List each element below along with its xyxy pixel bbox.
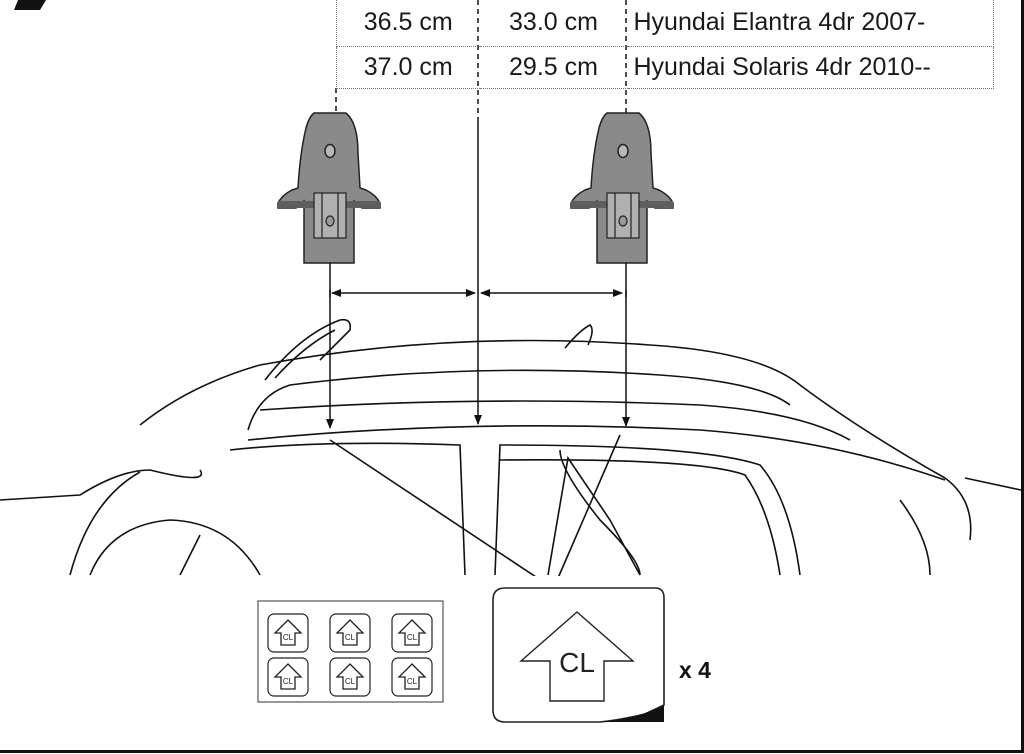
measure-b-cell: 29.5 cm [479,46,628,89]
roof-foot-left [277,112,381,264]
fit-table: 36.5 cm 33.0 cm Hyundai Elantra 4dr 2007… [336,0,994,89]
measure-b-cell: 33.0 cm [479,0,628,47]
corner-mark [14,0,46,10]
table-row: 36.5 cm 33.0 cm Hyundai Elantra 4dr 2007… [336,0,994,47]
car-outline [0,318,1022,586]
large-sticker [492,587,665,723]
roof-foot-right [570,112,674,264]
vehicle-cell: Hyundai Elantra 4dr 2007- [627,0,994,47]
large-sticker-label: CL [559,647,595,678]
table-row: 37.0 cm 29.5 cm Hyundai Solaris 4dr 2010… [336,46,994,89]
measure-a-cell: 37.0 cm [336,46,480,89]
vehicle-cell: Hyundai Solaris 4dr 2010-- [627,46,994,89]
up-arrow-icon [519,611,635,702]
quantity-label: x 4 [679,657,711,683]
sticker-sheet [257,600,444,703]
measure-a-cell: 36.5 cm [336,0,480,47]
